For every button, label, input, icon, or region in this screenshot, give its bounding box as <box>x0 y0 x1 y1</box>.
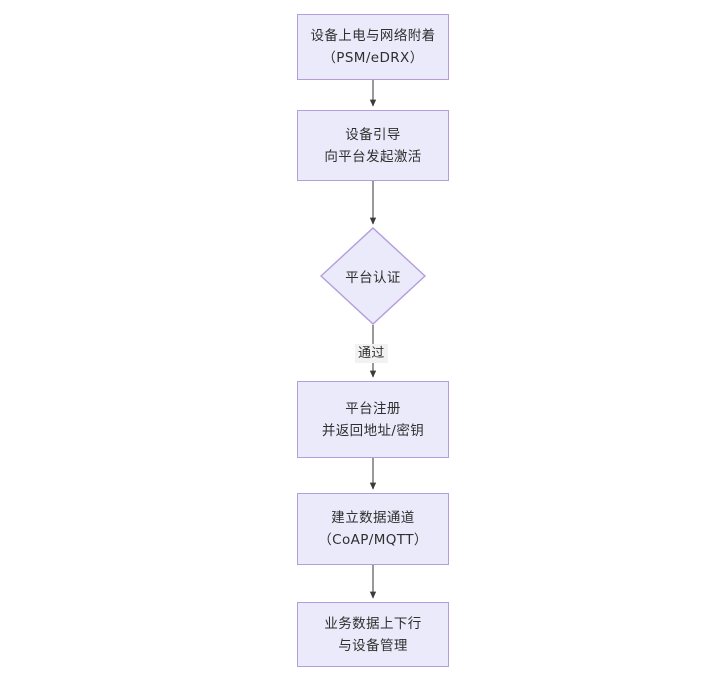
node-business-data-line1: 业务数据上下行 <box>324 615 422 632</box>
node-platform-register[interactable]: 平台注册 并返回地址/密钥 <box>297 381 449 458</box>
node-bootstrap[interactable]: 设备引导 向平台发起激活 <box>297 110 449 181</box>
node-bootstrap-line2: 向平台发起激活 <box>324 148 422 165</box>
node-business-data[interactable]: 业务数据上下行 与设备管理 <box>297 602 449 667</box>
node-bootstrap-line1: 设备引导 <box>345 126 401 143</box>
node-data-channel-line1: 建立数据通道 <box>331 510 415 526</box>
diamond-shape <box>320 227 426 325</box>
node-platform-auth[interactable]: 平台认证 <box>320 227 426 325</box>
node-data-channel-line2: （CoAP/MQTT） <box>318 532 428 548</box>
node-platform-register-line2: 并返回地址/密钥 <box>321 422 425 439</box>
node-business-data-line2: 与设备管理 <box>338 637 408 654</box>
node-data-channel[interactable]: 建立数据通道 （CoAP/MQTT） <box>297 493 449 565</box>
edge-label-pass: 通过 <box>355 344 388 363</box>
node-platform-auth-label: 平台认证 <box>345 270 401 286</box>
node-power-on-line1: 设备上电与网络附着 <box>310 28 436 44</box>
node-platform-register-line1: 平台注册 <box>345 400 401 417</box>
node-power-on[interactable]: 设备上电与网络附着 （PSM/eDRX） <box>297 14 449 80</box>
node-power-on-line2: （PSM/eDRX） <box>322 50 424 66</box>
